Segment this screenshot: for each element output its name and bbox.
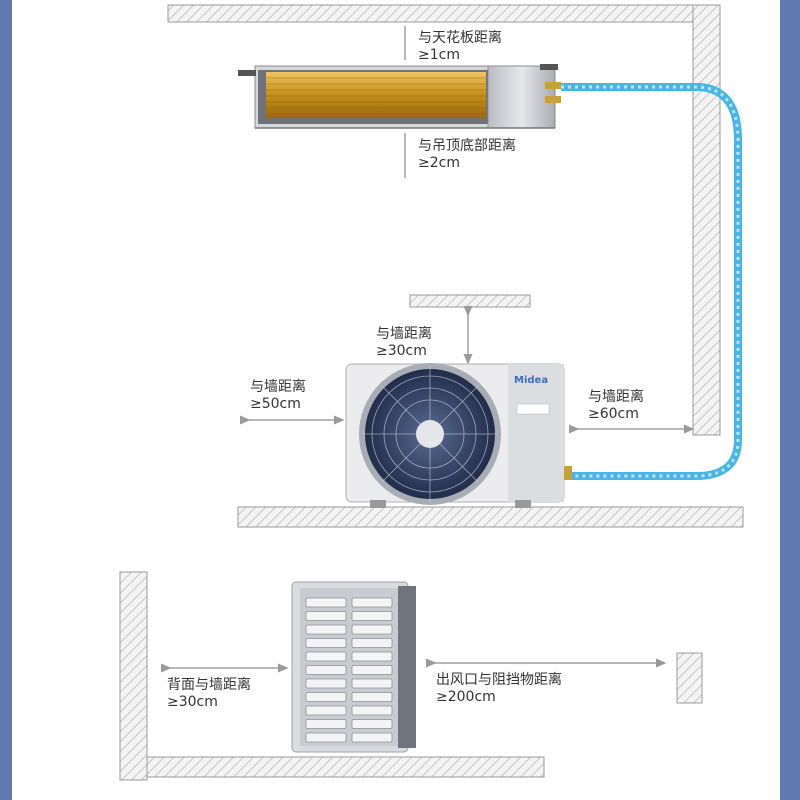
grille-slat — [351, 692, 393, 702]
right-wall — [692, 4, 721, 436]
ceiling-gap-label: 与天花板距离 — [418, 30, 502, 46]
ceiling-wall — [167, 4, 721, 23]
outdoor-left-value: ≥50cm — [250, 396, 301, 412]
grille-slat — [351, 638, 393, 648]
grille-slat — [305, 719, 347, 729]
grille-slat — [305, 651, 347, 662]
grille-slat — [351, 597, 393, 608]
grille-slat — [305, 665, 347, 675]
grille-slat — [305, 692, 347, 702]
grille-slat — [305, 611, 347, 621]
back-gap-label: 背面与墙距离 — [167, 677, 251, 693]
side-view-grille — [305, 597, 393, 743]
outdoor-left-label: 与墙距离 — [250, 379, 306, 395]
outdoor-right-value: ≥60cm — [588, 406, 639, 422]
grille-slat — [305, 638, 347, 648]
floor-slab — [237, 506, 744, 528]
grille-slat — [351, 665, 393, 675]
grille-slat — [351, 732, 393, 743]
outdoor-unit — [345, 363, 572, 508]
grille-slat — [305, 597, 347, 608]
grille-slat — [305, 732, 347, 743]
outdoor-top-value: ≥30cm — [376, 343, 427, 359]
top-wall-block — [409, 294, 531, 308]
side-view-back-wall — [119, 571, 148, 781]
bottom-gap-label: 与吊顶底部距离 — [418, 138, 516, 154]
grille-slat — [351, 651, 393, 662]
ceiling-gap-value: ≥1cm — [418, 47, 460, 63]
grille-slat — [351, 678, 393, 689]
grille-slat — [351, 624, 393, 635]
side-view-obstacle — [676, 652, 703, 704]
outlet-gap-value: ≥200cm — [436, 689, 496, 705]
back-gap-value: ≥30cm — [167, 694, 218, 710]
bottom-gap-value: ≥2cm — [418, 155, 460, 171]
grille-slat — [351, 705, 393, 716]
grille-slat — [305, 678, 347, 689]
grille-slat — [351, 611, 393, 621]
grille-slat — [305, 624, 347, 635]
outlet-gap-label: 出风口与阻挡物距离 — [436, 672, 562, 688]
brand-logo: Midea — [514, 375, 548, 386]
side-view-floor — [146, 756, 545, 778]
outdoor-top-label: 与墙距离 — [376, 326, 432, 342]
refrigerant-pipe — [561, 83, 742, 480]
grille-slat — [305, 705, 347, 716]
indoor-duct-unit — [238, 64, 561, 129]
outdoor-right-label: 与墙距离 — [588, 389, 644, 405]
grille-slat — [351, 719, 393, 729]
